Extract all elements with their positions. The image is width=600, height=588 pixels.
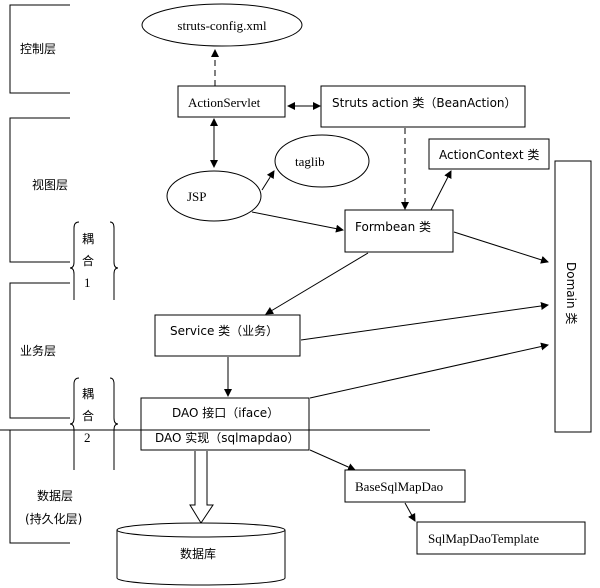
jsp-label: JSP [187,189,207,204]
layer-data: 数据层 (持久化层) [9,429,82,544]
layer-business: 业务层 [9,282,70,419]
action-servlet-node: ActionServlet [177,85,286,118]
layer-data-label-1: 数据层 [37,488,73,503]
sql-map-dao-template-node: SqlMapDaoTemplate [416,521,586,555]
dao-node: DAO 接口（iface） DAO 实现（sqlmapdao） [140,397,310,451]
layer-business-label: 业务层 [20,343,56,358]
jsp-node: JSP [166,170,262,222]
action-context-node: ActionContext 类 [428,138,550,170]
arrow-formbean-domain [453,231,549,264]
dao-impl-label: DAO 实现（sqlmapdao） [155,430,299,445]
database-node: 数据库 [116,522,286,586]
base-sql-map-dao-node: BaseSqlMapDao [344,469,466,503]
layer-view: 视图层 [9,117,70,263]
layer-control: 控制层 [9,4,70,94]
service-label: Service 类（业务） [170,323,278,338]
layer-control-label: 控制层 [20,42,56,56]
coupling-1-char-1: 耦 [82,232,94,246]
domain-node: Domain 类 [554,160,592,433]
database-label: 数据库 [180,546,216,561]
arrow-jsp-taglib [261,170,275,191]
struts-action-node: Struts action 类（BeanAction） [320,85,526,128]
formbean-label: Formbean 类 [355,220,431,234]
action-servlet-label: ActionServlet [188,95,261,110]
hollow-arrow-dao-database [189,451,214,524]
coupling-1-number: 1 [84,275,91,290]
arrow-dao-domain [309,342,549,399]
formbean-node: Formbean 类 [344,209,454,253]
arrow-formbean-actioncontext [430,170,452,211]
taglib-node: taglib [274,134,370,188]
service-node: Service 类（业务） [154,314,301,357]
struts-config-label: struts-config.xml [177,18,267,33]
domain-label: Domain 类 [564,262,578,324]
coupling-2-char-2: 合 [82,408,94,423]
arrow-base-template [404,502,416,522]
coupling-2-number: 2 [84,430,91,445]
coupling-2-brace: 耦 合 2 [69,377,119,470]
base-sql-map-dao-label: BaseSqlMapDao [355,479,443,494]
arrow-dao-base [309,449,356,471]
sql-map-dao-template-label: SqlMapDaoTemplate [428,531,539,546]
coupling-1-brace: 耦 合 1 [69,221,119,300]
connectors [189,49,549,524]
arrow-formbean-service [265,252,369,315]
dao-iface-label: DAO 接口（iface） [172,405,279,420]
coupling-1-char-2: 合 [82,253,94,268]
struts-config-node: struts-config.xml [141,3,303,47]
layer-data-label-2: (持久化层) [25,511,82,526]
arrow-jsp-formbean [251,211,344,233]
struts-action-label: Struts action 类（BeanAction） [332,96,517,110]
arrow-service-domain [300,302,549,341]
taglib-label: taglib [295,154,325,169]
action-context-label: ActionContext 类 [439,148,539,162]
layer-view-label: 视图层 [32,177,68,192]
coupling-2-char-1: 耦 [82,387,94,401]
